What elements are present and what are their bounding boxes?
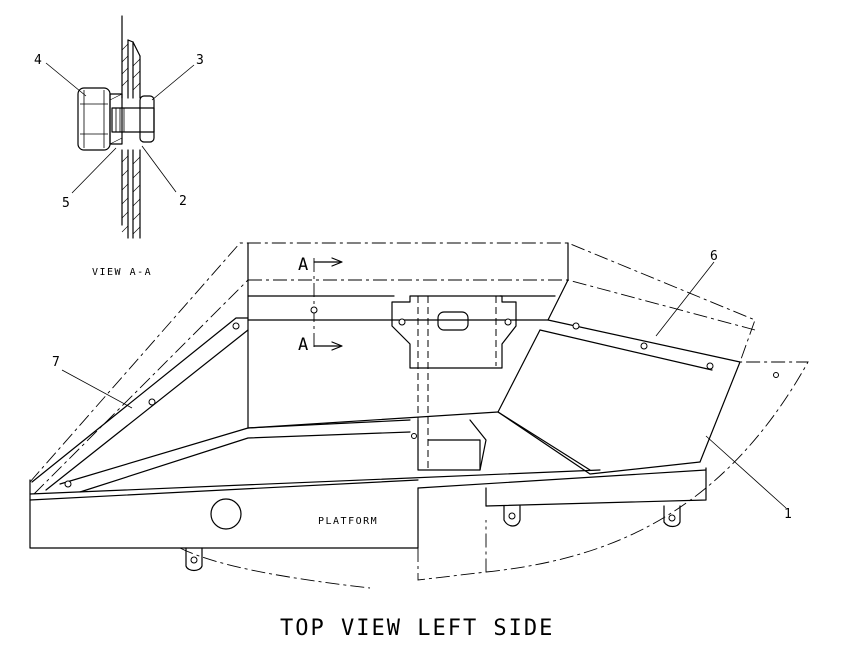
cover-bolts: [64, 322, 714, 488]
drawing-title: TOP VIEW LEFT SIDE: [280, 616, 554, 641]
section-marker-top: A: [298, 255, 308, 275]
section-marker-bottom: A: [298, 335, 308, 355]
callout-1: 1: [784, 507, 792, 522]
callout-3: 3: [196, 53, 204, 68]
view-a-a-detail: 4 3 5 2 VIEW A-A: [34, 15, 204, 278]
view-a-a-label: VIEW A-A: [92, 267, 152, 278]
callout-7: 7: [52, 355, 60, 370]
panel-plate-section: [121, 15, 129, 239]
fender-cover: [29, 242, 741, 549]
bracket-plate-section: [127, 39, 141, 239]
center-bracket: [391, 295, 517, 471]
bolt-assembly: [77, 87, 155, 151]
section-line-a-a: A A: [298, 255, 343, 355]
platform: PLATFORM: [179, 361, 809, 589]
cover-outline-phantom: [29, 242, 756, 495]
main-top-view: PLATFORM A A 6 7 1: [29, 242, 809, 589]
callout-4: 4: [34, 53, 42, 68]
callout-2: 2: [179, 194, 187, 209]
callout-6: 6: [710, 249, 718, 264]
callout-5: 5: [62, 196, 70, 211]
platform-label: PLATFORM: [318, 516, 378, 527]
